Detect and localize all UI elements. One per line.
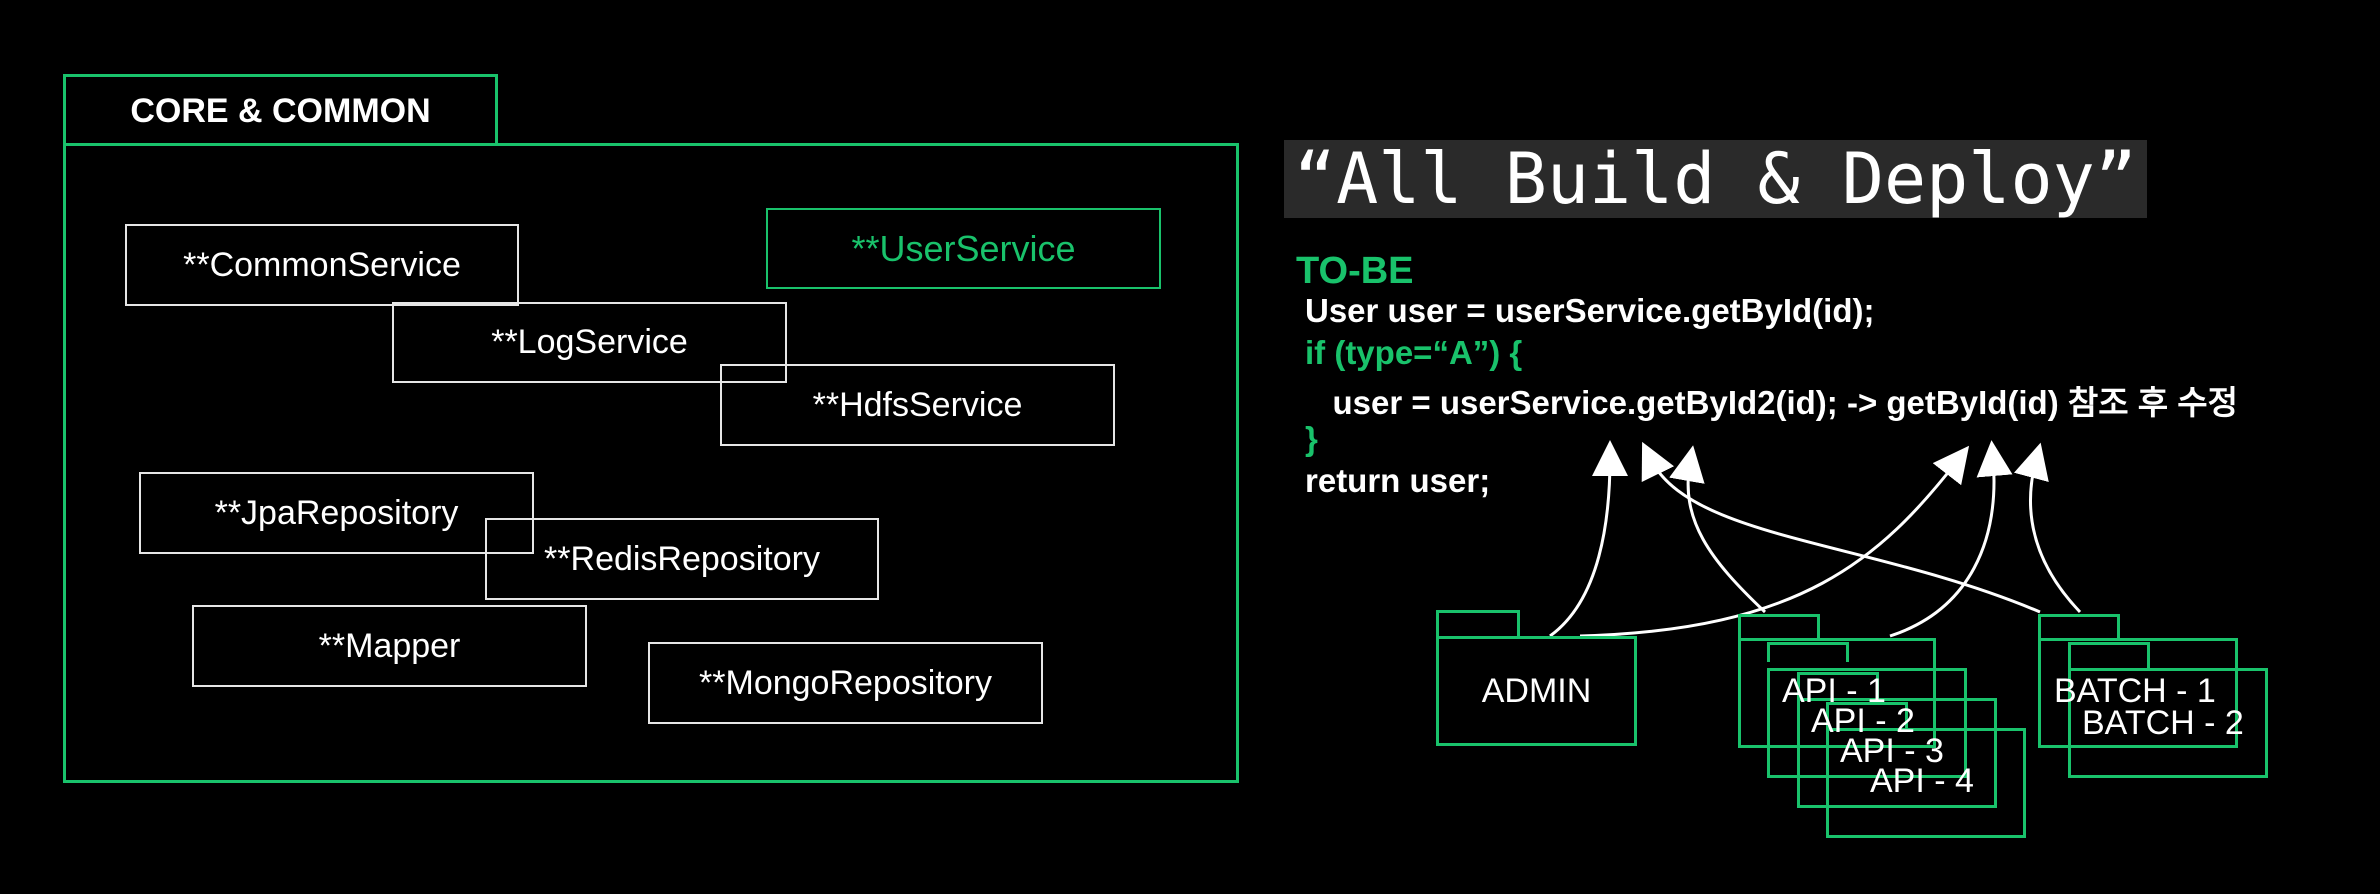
- api-3-label: API - 3: [1840, 732, 1944, 770]
- redis-repository-label: **RedisRepository: [544, 539, 820, 578]
- mongo-repository-box: **MongoRepository: [648, 642, 1043, 724]
- batch-2-package-tab: [2068, 642, 2150, 668]
- admin-package-tab: [1436, 610, 1520, 638]
- arrow-api-2: [1889, 440, 2013, 638]
- code-line-5: return user;: [1305, 462, 1491, 499]
- code-line-3: user = userService.getById2(id); -> getB…: [1305, 384, 2239, 421]
- log-service-box: **LogService: [392, 302, 787, 383]
- arrow-batch-2: [2013, 442, 2082, 614]
- jpa-repository-box: **JpaRepository: [139, 472, 534, 554]
- api-4-package: [1826, 728, 2026, 838]
- batch-1-package-tab: [2038, 614, 2120, 640]
- code-line-4: }: [1305, 420, 1318, 457]
- redis-repository-box: **RedisRepository: [485, 518, 879, 600]
- code-line-2: if (type=“A”) {: [1305, 334, 1523, 371]
- api-3-package: [1797, 698, 1997, 808]
- hdfs-service-label: **HdfsService: [812, 385, 1023, 424]
- batch-2-label: BATCH - 2: [2082, 704, 2244, 742]
- hdfs-service-box: **HdfsService: [720, 364, 1115, 446]
- api-1-package-tab: [1738, 614, 1820, 640]
- api-2-package: [1767, 668, 1967, 778]
- batch-2-package: [2068, 668, 2268, 778]
- mongo-repository-label: **MongoRepository: [699, 663, 992, 702]
- batch-1-package: [2038, 638, 2238, 748]
- code-line-1: User user = userService.getById(id);: [1305, 292, 1875, 329]
- common-service-label: **CommonService: [183, 245, 461, 284]
- arrow-admin-2: [1579, 445, 1970, 638]
- arrow-batch-1: [1641, 441, 2041, 614]
- api-2-package-tab: [1767, 642, 1849, 662]
- code-heading: TO-BE: [1296, 250, 1414, 292]
- user-service-box: **UserService: [766, 208, 1161, 289]
- mapper-label: **Mapper: [318, 626, 461, 665]
- core-panel-tab: CORE & COMMON: [63, 74, 498, 146]
- arrow-admin-1: [1549, 440, 1628, 638]
- core-panel-title: CORE & COMMON: [130, 92, 431, 130]
- api-4-package-tab: [1826, 702, 1908, 728]
- page-title: “All Build & Deploy”: [1284, 140, 2147, 218]
- common-service-box: **CommonService: [125, 224, 519, 306]
- admin-package: ADMIN: [1436, 636, 1637, 746]
- admin-label: ADMIN: [1481, 671, 1592, 710]
- user-service-label: **UserService: [851, 227, 1076, 269]
- api-4-label: API - 4: [1870, 762, 1974, 800]
- core-panel: [63, 143, 1239, 783]
- api-2-label: API - 2: [1811, 702, 1915, 740]
- jpa-repository-label: **JpaRepository: [214, 493, 459, 532]
- batch-1-label: BATCH - 1: [2054, 672, 2216, 710]
- mapper-box: **Mapper: [192, 605, 587, 687]
- api-1-label: API - 1: [1782, 672, 1886, 710]
- log-service-label: **LogService: [491, 323, 688, 361]
- arrow-api-1: [1669, 445, 1767, 614]
- api-3-package-tab: [1797, 672, 1879, 698]
